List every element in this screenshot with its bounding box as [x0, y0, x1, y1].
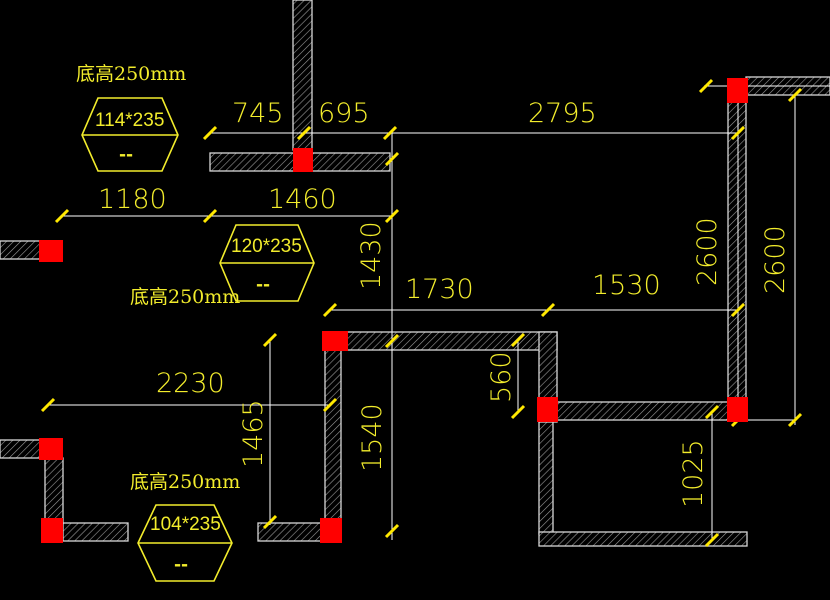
dim-560: 560	[486, 351, 517, 403]
beam-note: --	[119, 145, 133, 165]
dim-1460: 1460	[268, 184, 337, 215]
column	[293, 148, 313, 172]
dim-695: 695	[318, 98, 370, 129]
wall-left-bottom	[62, 522, 129, 542]
dimension-lines	[48, 85, 830, 540]
dim-1430: 1430	[356, 221, 387, 290]
column	[39, 438, 63, 460]
dim-1730: 1730	[405, 274, 474, 305]
beam-label: 底高250mm	[130, 286, 240, 308]
dim-2600-outer: 2600	[760, 225, 791, 294]
wall-left-lower-vertical	[44, 457, 64, 523]
beam-tag-2: 底高250mm 120*235 --	[130, 224, 315, 308]
beam-tag-3: 底高250mm 104*235 --	[130, 471, 240, 582]
columns	[39, 78, 748, 543]
dim-2230: 2230	[156, 368, 225, 399]
column	[41, 518, 63, 543]
wall-lower-vertical	[538, 421, 554, 535]
beam-note: --	[256, 275, 270, 295]
wall-step-horizontal	[556, 401, 730, 421]
dim-2600-inner: 2600	[692, 217, 723, 286]
dim-1180: 1180	[98, 184, 167, 215]
wall-center-vertical	[324, 349, 342, 531]
column	[39, 240, 63, 262]
beam-tag-1: 底高250mm 114*235 --	[76, 63, 186, 172]
walls	[0, 0, 830, 547]
column	[320, 518, 342, 543]
column	[727, 397, 748, 422]
beam-note: --	[174, 555, 188, 575]
dim-1465: 1465	[238, 399, 269, 468]
wall-bottom-horizontal	[538, 531, 748, 547]
dimension-ticks	[40, 78, 803, 548]
dimension-texts: 745 695 2795 1180 1460 1730 1530 2230 14…	[98, 98, 791, 508]
wall-right-vertical	[727, 97, 747, 419]
beam-size: 120*235	[231, 236, 302, 257]
wall-left-lower-stub	[0, 439, 46, 459]
dim-1530: 1530	[592, 270, 661, 301]
column	[727, 78, 748, 103]
wall-left-stub	[0, 240, 46, 260]
dim-1540: 1540	[357, 403, 388, 472]
dim-2795: 2795	[528, 98, 597, 129]
beam-label: 底高250mm	[130, 471, 240, 493]
column	[537, 397, 558, 422]
beam-size: 104*235	[150, 514, 221, 535]
dim-1025: 1025	[678, 439, 709, 508]
dim-745: 745	[232, 98, 284, 129]
column	[322, 331, 348, 351]
beam-size: 114*235	[95, 110, 164, 131]
beam-label: 底高250mm	[76, 63, 186, 85]
